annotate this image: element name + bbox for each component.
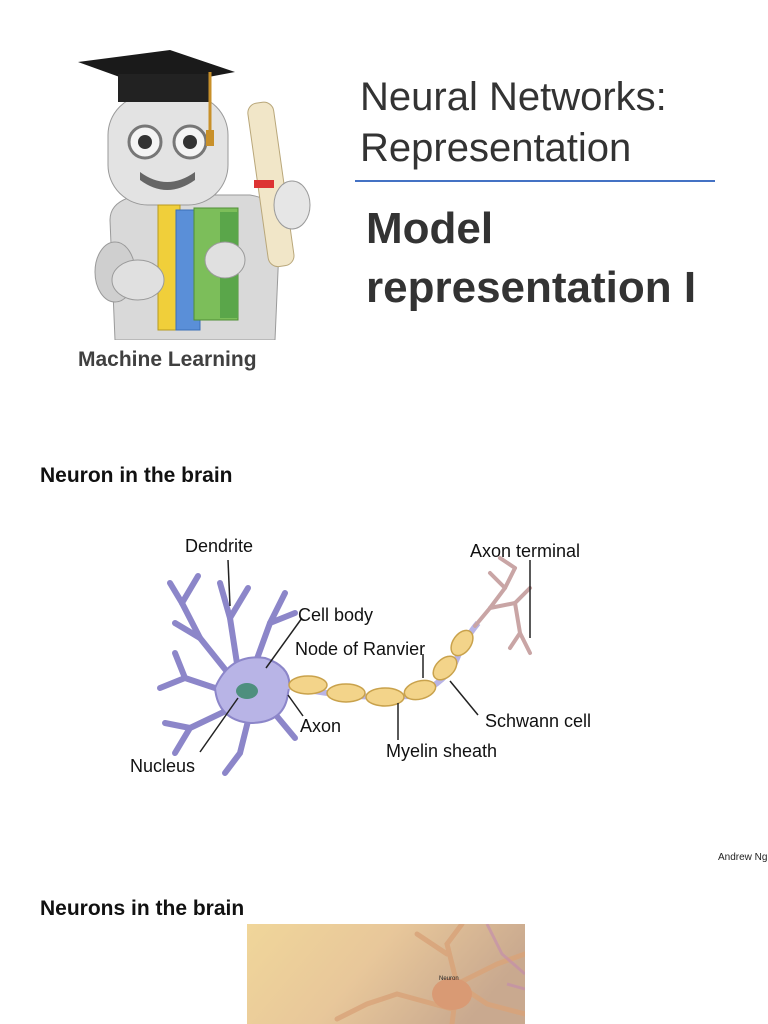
neurons-heading: Neurons in the brain	[40, 897, 245, 920]
label-dendrite: Dendrite	[185, 536, 253, 556]
label-node-of-ranvier: Node of Ranvier	[295, 639, 425, 659]
slide-title-line-2: Representation	[360, 126, 632, 171]
robot-graduate-illustration	[78, 50, 311, 340]
neuron-diagram: Dendrite Axon terminal Cell body Node of…	[130, 536, 591, 776]
pointer-lines	[199, 559, 531, 753]
title-divider	[355, 180, 715, 182]
label-myelin-sheath: Myelin sheath	[386, 741, 497, 761]
nucleus-shape	[236, 683, 258, 699]
slide-title-line-1: Neural Networks:	[360, 75, 667, 119]
slide-subtitle: Model representation I	[366, 200, 696, 318]
label-cell-body: Cell body	[298, 605, 373, 625]
slide-subtitle-line-1: Model	[366, 204, 494, 253]
axon-terminal-branches	[473, 556, 532, 655]
label-schwann-cell: Schwann cell	[485, 711, 591, 731]
neuron-heading: Neuron in the brain	[40, 464, 233, 487]
label-axon: Axon	[300, 716, 341, 736]
machine-learning-caption: Machine Learning	[78, 348, 257, 371]
label-axon-terminal: Axon terminal	[470, 541, 580, 561]
photo-label-neuron: Neuron	[439, 976, 459, 982]
slide-title: Neural Networks: Representation	[360, 72, 667, 174]
neuron-photo-illustration: Neuron	[247, 924, 525, 1024]
slide-subtitle-line-2: representation I	[366, 262, 697, 312]
author-credit: Andrew Ng	[718, 852, 768, 863]
myelin-segments	[288, 629, 474, 707]
label-nucleus: Nucleus	[130, 756, 195, 776]
